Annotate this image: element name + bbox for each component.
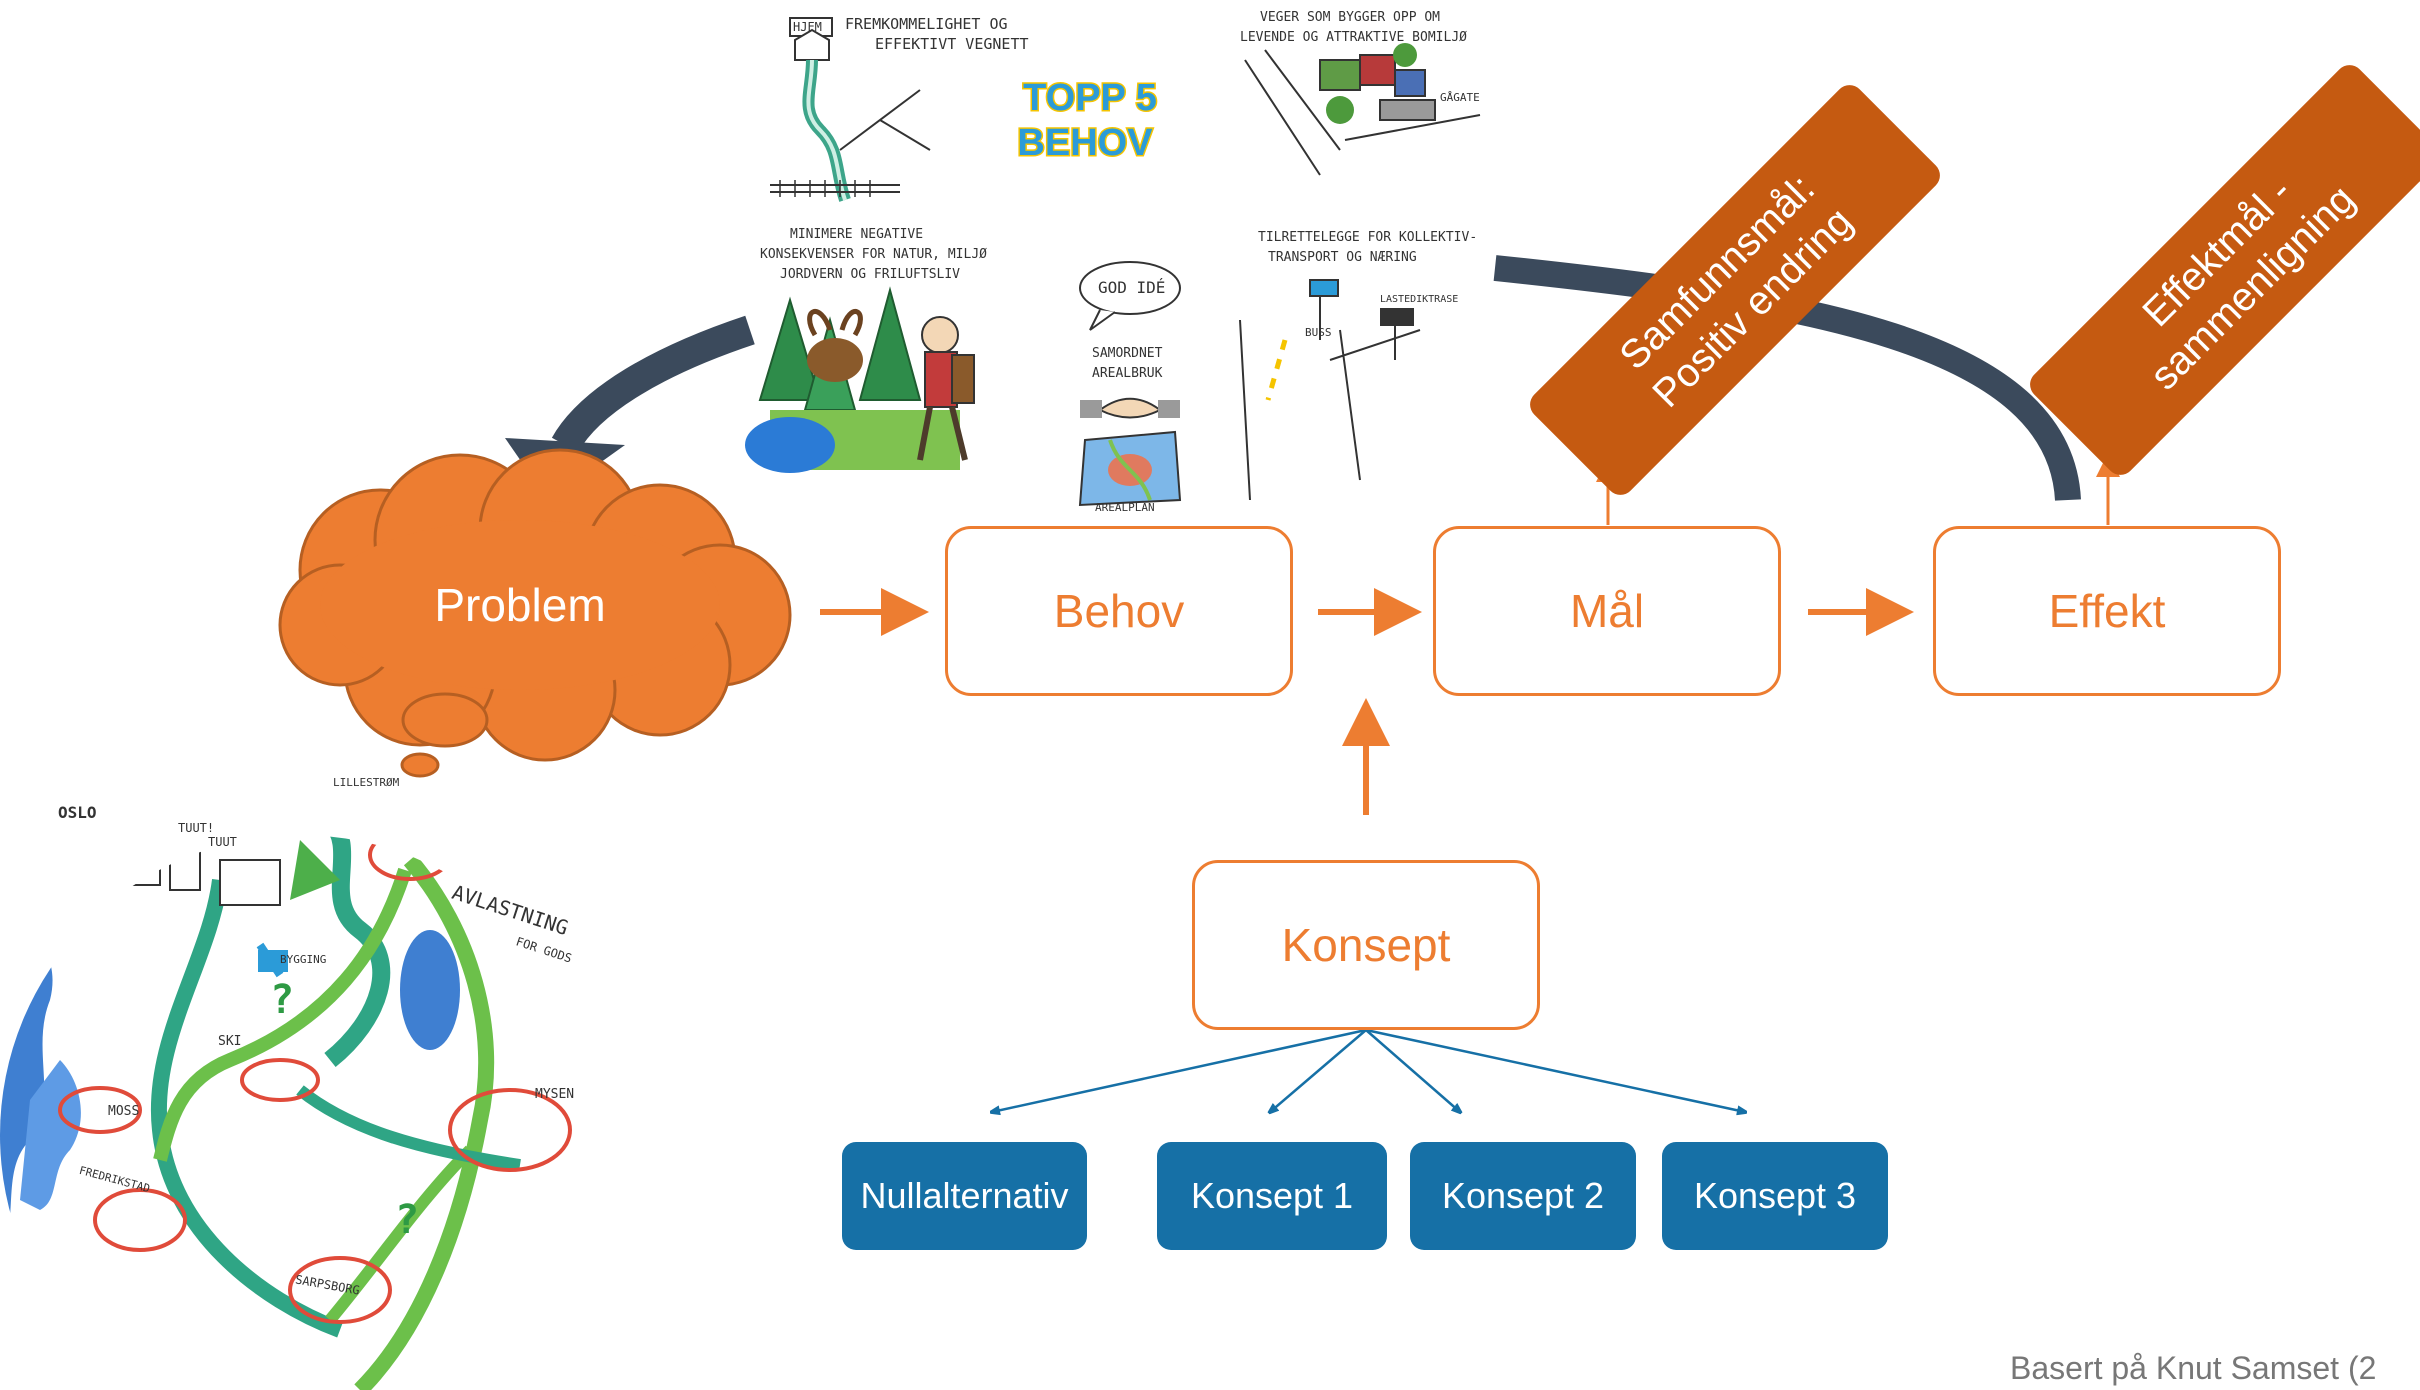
map-ski: SKI [218,1034,242,1049]
topp5-badge: TOPP 5 BEHOV [1016,76,1158,166]
problem-label: Problem [434,579,606,631]
need3-sketch [745,286,975,473]
need5-title: TILRETTELEGGE FOR KOLLEKTIV- TRANSPORT O… [1258,228,1477,268]
svg-text:TOPP 5: TOPP 5 [1023,77,1157,119]
feedback-arc [1493,255,2081,501]
need3-line2: KONSEKVENSER FOR NATUR, MILJØ [760,247,987,262]
need1-title: FREMKOMMELIGHET OG EFFEKTIVT VEGNETT [845,14,1029,54]
map-lillestrom: LILLESTRØM [333,776,400,789]
alt-konsept-3: Konsept 3 [1662,1142,1888,1250]
samfunnsmaal-banner [1530,85,1940,495]
need2-title: VEGER SOM BYGGER OPP OM LEVENDE OG ATTRA… [1240,8,1467,48]
maal-box: Mål [1433,526,1781,696]
need5-line2: TRANSPORT OG NÆRING [1268,250,1417,265]
map-moss: MOSS [108,1104,140,1119]
map-tuut2: TUUT [208,835,237,849]
need4-plan: AREALPLAN [1095,501,1155,514]
map-oslo: OSLO [58,803,97,822]
need1-line2: EFFEKTIVT VEGNETT [875,35,1029,53]
need2-sketch [1244,43,1481,176]
need1-sketch [770,17,931,202]
need1-line1: FREMKOMMELIGHET OG [845,15,1008,33]
need4-label: SAMORDNET AREALBRUK [1092,344,1162,384]
map-bygging: BYGGING [280,953,327,966]
need5-stop: BUSS [1305,326,1332,339]
konsept-box: Konsept [1192,860,1540,1030]
effektmaal-banner [2030,65,2420,475]
need5-sketch [1239,279,1421,501]
konsept-fan [992,1028,1745,1112]
alt-nullalternativ: Nullalternativ [842,1142,1087,1250]
svg-text:BEHOV: BEHOV [1017,122,1153,164]
map-question-2: ? [395,1197,420,1243]
need2-line1: VEGER SOM BYGGER OPP OM [1260,10,1441,25]
credit-text: Basert på Knut Samset (2 [2010,1350,2377,1386]
behov-box: Behov [945,526,1293,696]
need1-sign: HJEM [793,20,822,34]
need4-sketch [1078,261,1182,507]
need3-line1: MINIMERE NEGATIVE [790,227,924,242]
need5-lane: LASTEDIKTRASE [1380,294,1459,305]
map-question-1: ? [270,977,295,1023]
map-illustration [0,835,600,1390]
map-tuut: TUUT! [178,821,215,835]
need2-sign: GÅGATE [1440,91,1480,104]
alt-konsept-2: Konsept 2 [1410,1142,1636,1250]
need4-bubble: GOD IDÉ [1098,278,1166,297]
need5-line1: TILRETTELEGGE FOR KOLLEKTIV- [1258,230,1478,245]
alt-konsept-1: Konsept 1 [1157,1142,1387,1250]
need4-line2: AREALBRUK [1092,366,1163,381]
map-mysen: MYSEN [535,1087,575,1102]
problem-cloud [278,448,792,778]
need4-line1: SAMORDNET [1092,346,1163,361]
effekt-box: Effekt [1933,526,2281,696]
need3-line3: JORDVERN OG FRILUFTSLIV [780,267,961,282]
problem-arc [551,315,755,453]
need3-title: MINIMERE NEGATIVE KONSEKVENSER FOR NATUR… [760,225,987,285]
need2-line2: LEVENDE OG ATTRAKTIVE BOMILJØ [1240,30,1467,45]
